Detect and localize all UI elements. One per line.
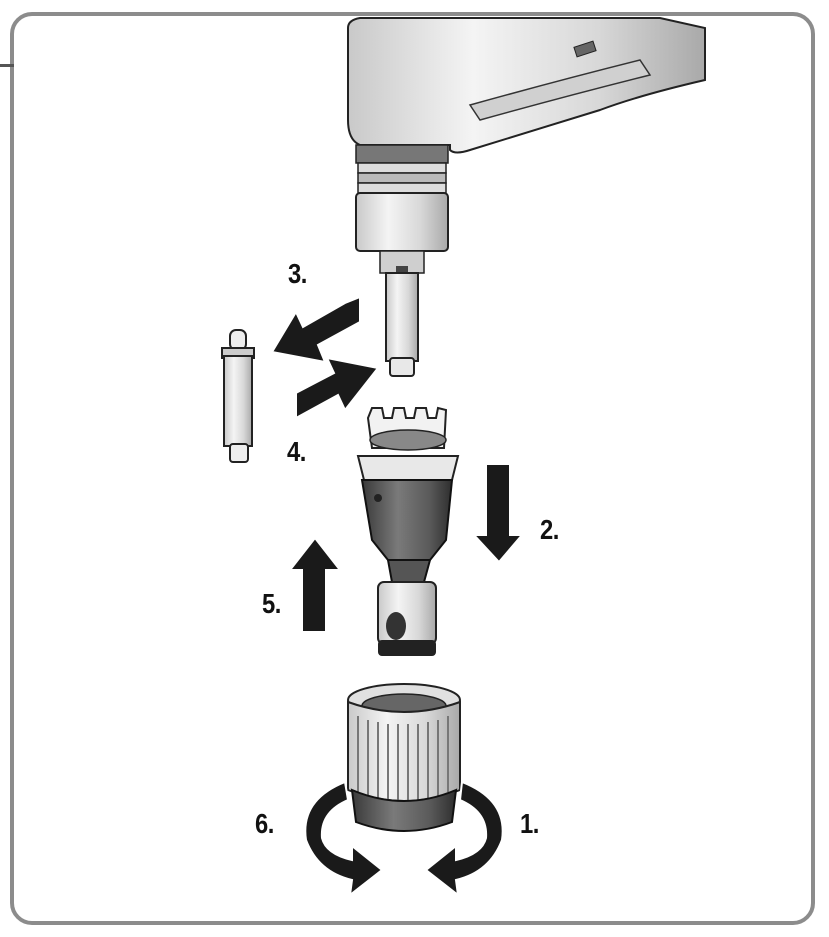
step-label-1: 1. (520, 808, 540, 839)
arrow-left-icon (270, 295, 361, 364)
rotate-clockwise-icon (424, 780, 504, 898)
pin (221, 329, 255, 463)
knurled-cap (347, 683, 461, 832)
chuck-body (356, 406, 460, 656)
step-label-3: 3. (288, 258, 308, 289)
arrow-up-icon (287, 536, 343, 633)
rotate-counterclockwise-icon (304, 780, 384, 898)
step-label-6: 6. (255, 808, 275, 839)
arrow-right-icon (291, 356, 380, 420)
step-label-2: 2. (540, 514, 560, 545)
frame-edge-mark (0, 64, 14, 67)
arrow-down-icon (471, 463, 525, 564)
step-label-4: 4. (287, 436, 307, 467)
tool-head (347, 17, 706, 377)
step-label-5: 5. (262, 588, 282, 619)
